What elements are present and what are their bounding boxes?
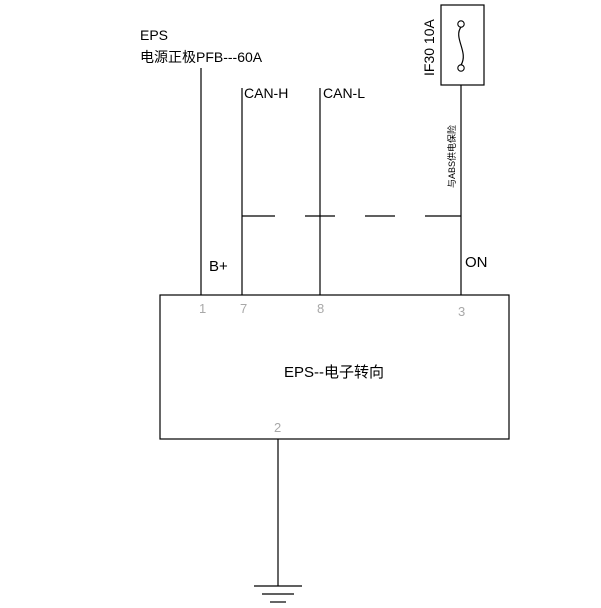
fuse-label: IF30 10A	[421, 19, 437, 76]
fuse-terminal-bottom	[457, 64, 465, 72]
source-name-label: EPS	[140, 27, 168, 43]
fuse-element-icon	[458, 26, 464, 66]
can-h-label: CAN-H	[244, 85, 288, 101]
fuse-box	[440, 4, 485, 86]
pin-1-label: 1	[199, 301, 206, 316]
b-plus-label: B+	[209, 258, 228, 275]
on-label: ON	[465, 254, 488, 271]
source-description-label: 电源正极PFB---60A	[140, 49, 263, 65]
fuse-terminal-top	[457, 20, 465, 28]
eps-module-title: EPS--电子转向	[284, 364, 384, 381]
can-l-label: CAN-L	[323, 85, 365, 101]
pin-3-label: 3	[458, 304, 465, 319]
pin-2-label: 2	[274, 420, 281, 435]
ground-icon	[254, 585, 302, 603]
pin-8-label: 8	[317, 301, 324, 316]
pin-7-label: 7	[240, 301, 247, 316]
fuse-wire-note: 与ABS供电保险	[446, 125, 457, 188]
eps-module-box	[159, 294, 510, 440]
